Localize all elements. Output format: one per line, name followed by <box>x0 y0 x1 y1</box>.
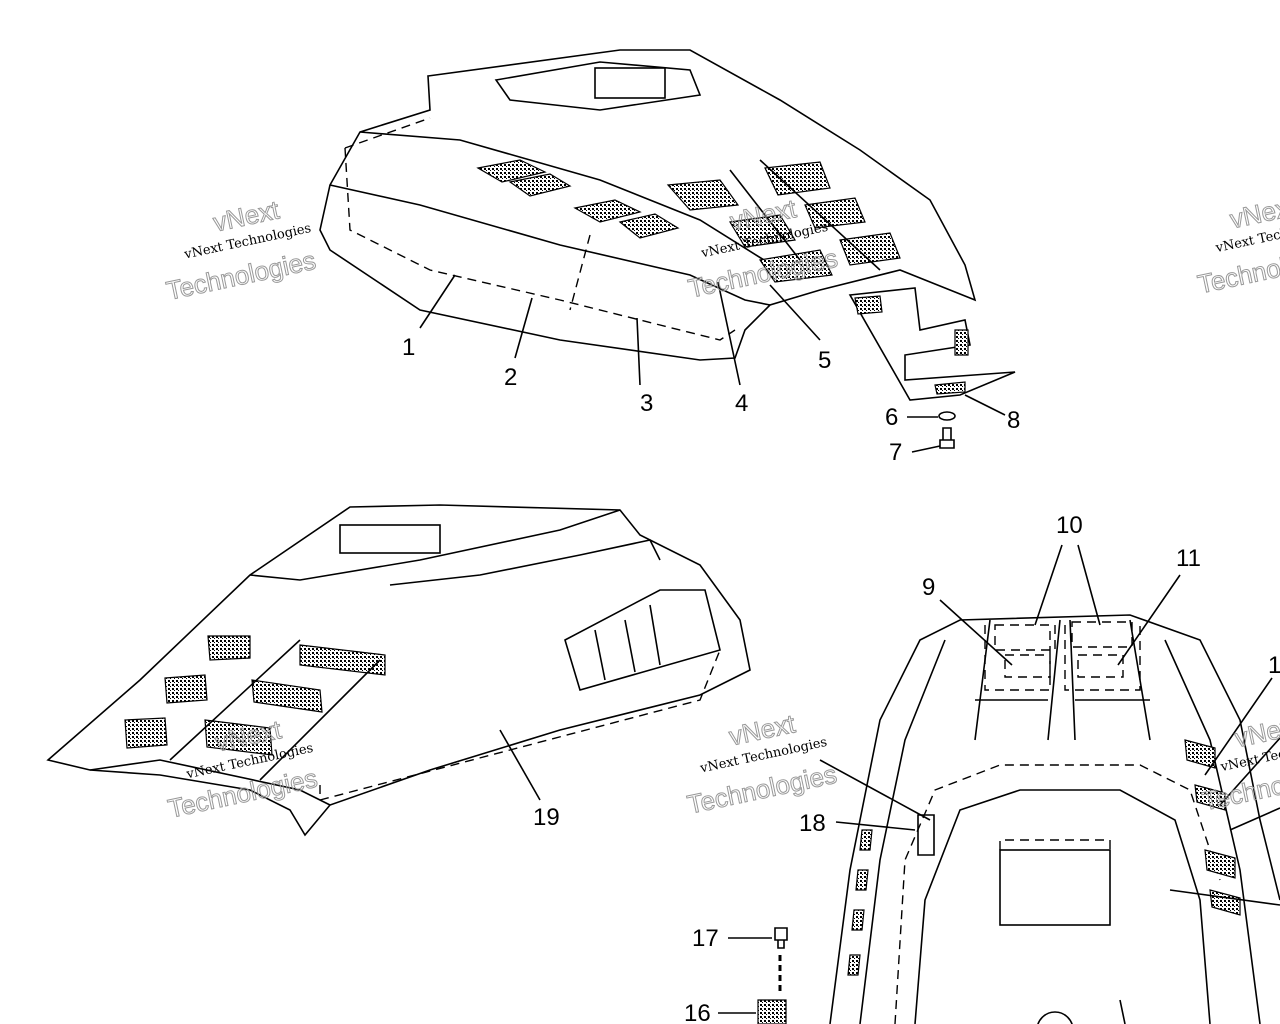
callout-3: 3 <box>640 390 653 417</box>
callout-4: 4 <box>735 390 748 417</box>
callout-11: 11 <box>1176 545 1201 572</box>
callout-1-partial: 1 <box>1268 652 1280 679</box>
callout-9: 9 <box>922 574 935 601</box>
hood-front-view <box>718 544 1280 1024</box>
watermark: vNext vNext Technologies Technologies <box>1195 190 1280 299</box>
watermark-text: vNext <box>1227 191 1280 234</box>
callout-6: 6 <box>885 404 898 431</box>
watermark: vNext vNext Technologies Technologies <box>684 708 840 820</box>
hood-top-view <box>319 49 1016 453</box>
callout-18: 18 <box>799 810 826 837</box>
callout-5: 5 <box>818 347 831 374</box>
callout-19: 19 <box>533 804 560 831</box>
callout-10: 10 <box>1056 512 1083 539</box>
callout-8: 8 <box>1007 407 1020 434</box>
callout-7: 7 <box>889 439 902 466</box>
callout-17: 17 <box>692 925 719 952</box>
watermark: vNext vNext Technologies Technologies <box>165 714 321 825</box>
callout-1: 1 <box>402 334 415 361</box>
callout-2: 2 <box>504 364 517 391</box>
callout-16: 16 <box>684 1000 711 1024</box>
watermark: vNext vNext Technologies Technologies <box>163 194 319 307</box>
hood-left-view <box>46 504 751 837</box>
